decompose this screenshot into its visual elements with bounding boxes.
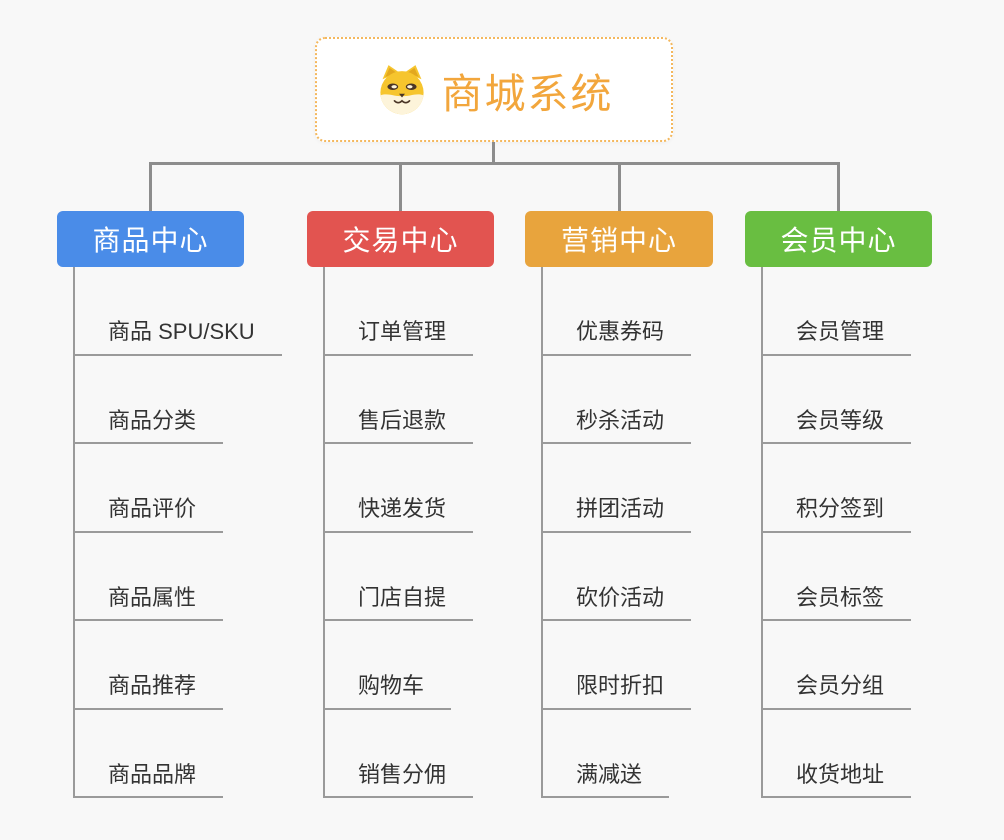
connector-drop-marketing (618, 162, 621, 211)
leaf-node-product-spu-sku[interactable]: 商品 SPU/SKU (75, 267, 282, 356)
leaf-node-product-attribute[interactable]: 商品属性 (75, 533, 224, 621)
leaf-label: 拼团活动 (576, 496, 665, 522)
leaf-label: 商品 SPU/SKU (108, 319, 255, 345)
leaf-label: 快递发货 (358, 496, 447, 522)
branch-label-product: 商品中心 (92, 225, 209, 256)
branch-column-product: 商品 SPU/SKU 商品分类 商品评价 商品属性 商品推荐 商品品牌 (73, 267, 282, 798)
leaf-node-member-level[interactable]: 会员等级 (763, 356, 912, 444)
leaf-node-flash-sale[interactable]: 秒杀活动 (543, 356, 692, 444)
branch-label-marketing: 营销中心 (560, 225, 677, 256)
connector-horizontal (149, 162, 840, 165)
leaf-label: 购物车 (358, 673, 425, 699)
leaf-label: 砍价活动 (576, 584, 665, 610)
leaf-label: 会员分组 (796, 673, 885, 699)
leaf-node-product-category[interactable]: 商品分类 (75, 356, 224, 444)
leaf-node-member-management[interactable]: 会员管理 (763, 267, 912, 356)
connector-drop-product (149, 162, 152, 211)
leaf-node-limited-discount[interactable]: 限时折扣 (543, 621, 692, 710)
leaf-label: 限时折扣 (576, 673, 665, 699)
leaf-label: 会员等级 (796, 407, 885, 433)
leaf-label: 秒杀活动 (576, 407, 665, 433)
root-title: 商城系统 (441, 70, 614, 117)
leaf-node-group-buy[interactable]: 拼团活动 (543, 444, 692, 533)
leaf-node-product-recommend[interactable]: 商品推荐 (75, 621, 224, 710)
leaf-label: 门店自提 (358, 584, 447, 610)
connector-drop-member (837, 162, 840, 211)
leaf-node-aftersale-refund[interactable]: 售后退款 (325, 356, 474, 444)
leaf-node-full-reduction[interactable]: 满减送 (543, 710, 670, 798)
leaf-node-member-group[interactable]: 会员分组 (763, 621, 912, 710)
leaf-node-points-checkin[interactable]: 积分签到 (763, 444, 912, 533)
connector-root-stub (492, 142, 495, 163)
leaf-label: 会员管理 (796, 319, 885, 345)
leaf-node-store-pickup[interactable]: 门店自提 (325, 533, 474, 621)
leaf-node-bargain-activity[interactable]: 砍价活动 (543, 533, 692, 621)
branch-column-marketing: 优惠券码 秒杀活动 拼团活动 砍价活动 限时折扣 满减送 (541, 267, 692, 798)
leaf-label: 收货地址 (796, 761, 885, 787)
branch-label-member: 会员中心 (780, 225, 897, 256)
leaf-node-sales-commission[interactable]: 销售分佣 (325, 710, 474, 798)
leaf-node-order-management[interactable]: 订单管理 (325, 267, 474, 356)
doge-icon (379, 64, 424, 114)
leaf-node-product-brand[interactable]: 商品品牌 (75, 710, 224, 798)
leaf-label: 会员标签 (796, 584, 885, 610)
leaf-label: 销售分佣 (358, 761, 447, 787)
leaf-label: 商品评价 (108, 496, 197, 522)
leaf-node-product-review[interactable]: 商品评价 (75, 444, 224, 533)
branch-box-marketing[interactable]: 营销中心 (525, 211, 713, 267)
branch-box-product[interactable]: 商品中心 (57, 211, 244, 267)
leaf-node-shopping-cart[interactable]: 购物车 (325, 621, 452, 710)
connector-drop-trade (399, 162, 402, 211)
branch-label-trade: 交易中心 (342, 225, 459, 256)
leaf-node-shipping-address[interactable]: 收货地址 (763, 710, 912, 798)
leaf-label: 优惠券码 (576, 319, 665, 345)
leaf-label: 满减送 (576, 761, 643, 787)
leaf-label: 积分签到 (796, 496, 885, 522)
branch-box-member[interactable]: 会员中心 (745, 211, 932, 267)
leaf-label: 商品品牌 (108, 761, 197, 787)
root-node[interactable]: 商城系统 (315, 37, 673, 142)
leaf-label: 商品推荐 (108, 673, 197, 699)
leaf-label: 商品属性 (108, 584, 197, 610)
leaf-label: 订单管理 (358, 319, 447, 345)
leaf-node-member-tag[interactable]: 会员标签 (763, 533, 912, 621)
leaf-node-express-delivery[interactable]: 快递发货 (325, 444, 474, 533)
branch-box-trade[interactable]: 交易中心 (307, 211, 494, 267)
branch-column-member: 会员管理 会员等级 积分签到 会员标签 会员分组 收货地址 (761, 267, 912, 798)
leaf-node-coupon-code[interactable]: 优惠券码 (543, 267, 692, 356)
leaf-label: 售后退款 (358, 407, 447, 433)
leaf-label: 商品分类 (108, 407, 197, 433)
branch-column-trade: 订单管理 售后退款 快递发货 门店自提 购物车 销售分佣 (323, 267, 474, 798)
